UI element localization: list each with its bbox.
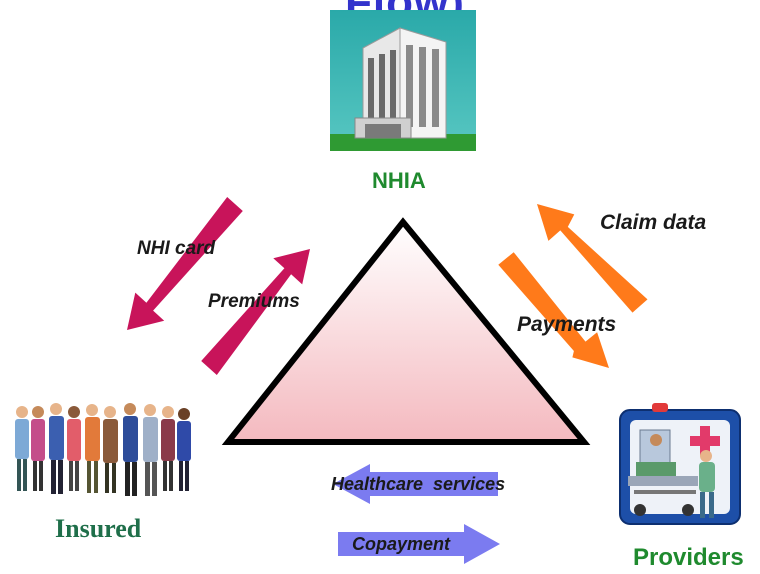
premiums-label: Premiums [208, 291, 300, 312]
healthcare-services-arrow [333, 464, 498, 504]
nhi-card-label: NHI card [137, 238, 216, 259]
healthcare-services-label: Healthcare services [331, 474, 506, 494]
hospital-building-icon [330, 10, 476, 151]
claim-data-arrow [537, 204, 648, 313]
premiums-arrow [201, 249, 310, 375]
central-triangle [221, 217, 591, 445]
claim-data-label: Claim data [600, 211, 707, 234]
copayment-arrow [338, 524, 500, 564]
insured-label: Insured [55, 514, 142, 543]
nhi-card-arrow [127, 197, 243, 330]
copayment-label: Copayment [352, 534, 451, 554]
providers-label: Providers [633, 544, 744, 571]
people-group-icon [15, 403, 191, 496]
payments-arrow [498, 252, 609, 368]
ambulance-icon [619, 403, 741, 525]
nhia-label: NHIA [372, 168, 426, 193]
payments-label: Payments [517, 313, 617, 336]
